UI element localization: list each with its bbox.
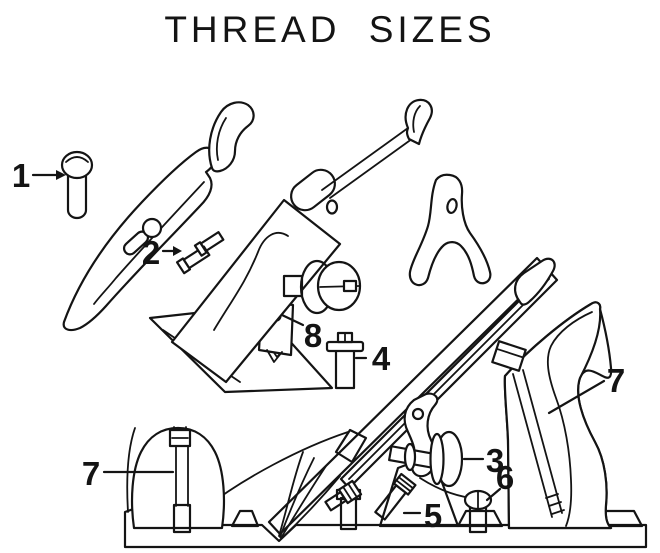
handle-rod [512, 369, 563, 518]
frog-top-hole [325, 199, 339, 215]
front-knob [130, 426, 226, 534]
callout-3: 3 [486, 442, 504, 479]
leader-line-7-rear [547, 379, 606, 415]
figure-title: THREAD SIZES [164, 9, 495, 50]
handle-rod-nut [491, 340, 527, 372]
handle-grip-contour [546, 311, 593, 527]
knob-rod-threads [172, 503, 192, 534]
lever-cap-screw [60, 150, 94, 220]
adjusting-nut-assembly [388, 430, 464, 488]
cam-thumb-lever [208, 101, 255, 173]
lever-cap [62, 101, 255, 332]
throat-curves [278, 451, 341, 539]
small-boss [230, 509, 260, 528]
cheek-curve [204, 431, 349, 509]
cam-hole [411, 407, 425, 421]
rear-handle [491, 301, 613, 530]
plane-body [123, 256, 648, 549]
depth-adjusting-wheel [282, 259, 362, 315]
callout-8: 8 [304, 317, 322, 354]
callout-7-rear: 7 [607, 362, 625, 399]
toe-cheek-line [126, 427, 136, 513]
y-adjusting-yoke [408, 173, 492, 287]
leader-line-6 [485, 487, 502, 502]
knob-rod [175, 445, 189, 507]
toe-screw-boss [456, 509, 504, 528]
lever-cap-keyhole [141, 217, 163, 239]
iron-top-tab [514, 257, 556, 306]
callout-2: 2 [142, 234, 160, 271]
sole-cross-section [123, 506, 648, 549]
callouts: 1 2 3 4 5 6 7 7 8 [12, 157, 625, 534]
frog-bed-face [170, 198, 342, 384]
callout-5: 5 [424, 497, 442, 534]
frog-assembly [148, 98, 433, 394]
leader-arrow-2 [173, 246, 182, 256]
callout-4: 4 [372, 340, 391, 377]
leader-arrow-1 [56, 170, 66, 180]
yoke-hole [446, 197, 458, 215]
callout-6: 6 [496, 459, 514, 496]
frog-seat-block [334, 428, 368, 464]
frog-screw [325, 331, 365, 390]
lateral-adjusting-lever [321, 98, 433, 199]
callout-1: 1 [12, 157, 30, 194]
small-screws [175, 231, 225, 275]
lever-cap-edge-line [93, 181, 205, 305]
leader-line-8 [280, 313, 305, 327]
callout-7-front: 7 [82, 455, 100, 492]
frog-screws [324, 472, 417, 531]
toe-screw [463, 489, 493, 534]
